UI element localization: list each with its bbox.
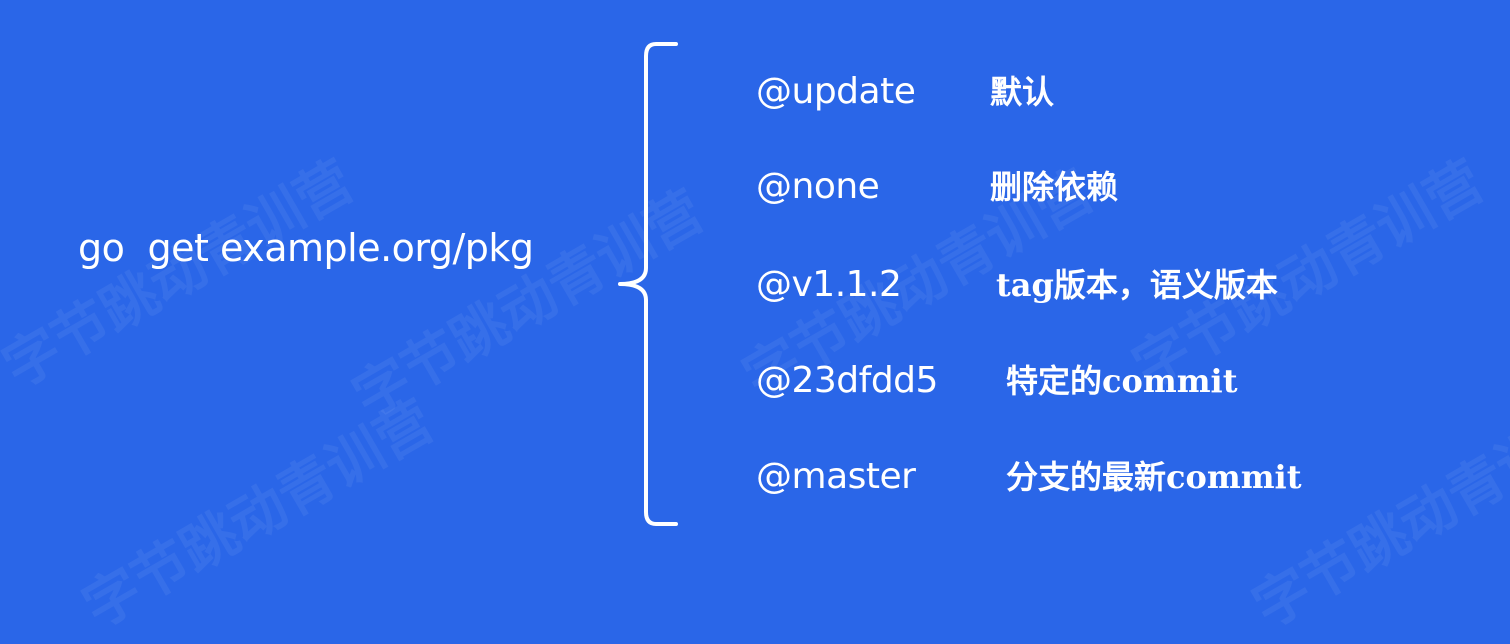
- option-description: 默认: [990, 73, 1055, 111]
- option-description: 删除依赖: [990, 168, 1119, 206]
- option-description: 特定的commit: [1006, 362, 1238, 400]
- option-description: tag版本，语义版本: [996, 266, 1278, 304]
- option-key: @v1.1.2: [756, 264, 902, 305]
- option-key: @update: [756, 71, 916, 112]
- option-key: @none: [756, 166, 880, 207]
- option-key: @23dfdd5: [756, 360, 938, 401]
- watermark: 字节跳动青训营: [1242, 388, 1510, 641]
- curly-brace: [618, 42, 678, 526]
- slide: 字节跳动青训营 字节跳动青训营 字节跳动青训营 字节跳动青训营 字节跳动青训营 …: [0, 42, 1510, 641]
- go-get-command: go get example.org/pkg: [78, 226, 534, 270]
- option-key: @master: [756, 456, 916, 497]
- option-description: 分支的最新commit: [1006, 458, 1302, 496]
- watermark: 字节跳动青训营: [72, 388, 445, 641]
